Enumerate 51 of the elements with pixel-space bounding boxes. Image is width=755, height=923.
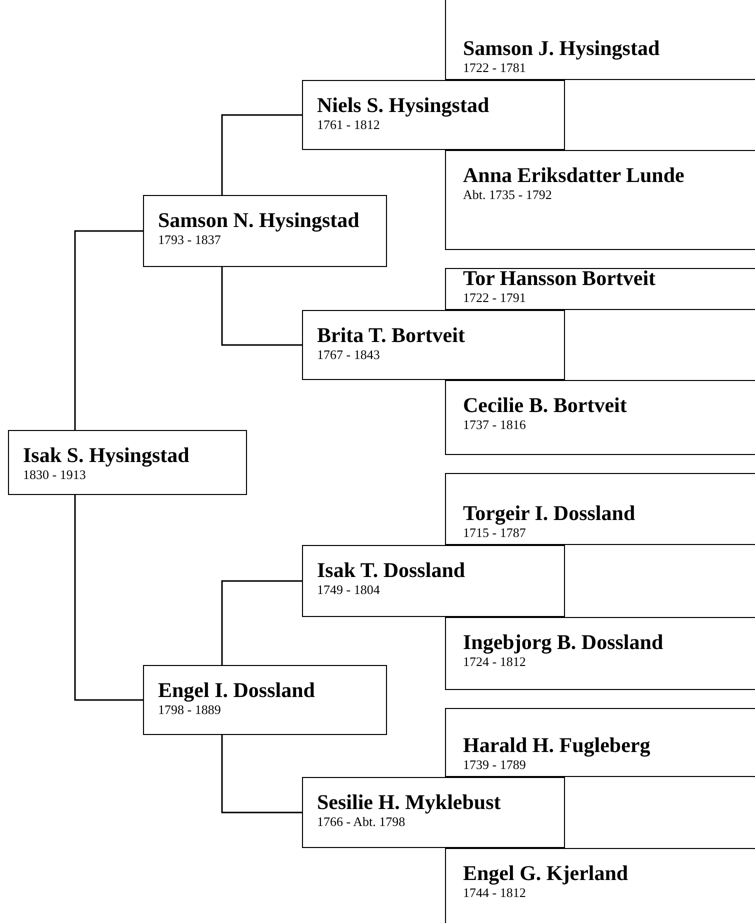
life-dates: 1798 - 1889 — [158, 702, 222, 717]
person-box — [445, 473, 755, 545]
person-box — [445, 617, 755, 690]
connector-line — [221, 267, 302, 346]
person-box — [445, 150, 755, 250]
connector-line — [221, 114, 302, 195]
life-dates: Abt. 1735 - 1792 — [463, 187, 553, 202]
person-name: Engel I. Dossland — [158, 678, 316, 702]
person-name: Cecilie B. Bortveit — [463, 393, 628, 417]
person-box — [445, 848, 755, 923]
life-dates: 1739 - 1789 — [463, 757, 527, 772]
life-dates: 1766 - Abt. 1798 — [317, 814, 406, 829]
life-dates: 1767 - 1843 — [317, 347, 381, 362]
connector-line — [221, 580, 302, 665]
person-box — [302, 310, 565, 380]
connector-line — [221, 735, 302, 814]
person-box — [302, 777, 565, 848]
person-box — [445, 708, 755, 777]
life-dates: 1722 - 1791 — [463, 290, 527, 305]
person-box — [8, 430, 247, 495]
life-dates: 1715 - 1787 — [463, 525, 527, 540]
person-name: Sesilie H. Myklebust — [317, 790, 502, 814]
person-name: Niels S. Hysingstad — [317, 93, 490, 117]
person-box — [445, 380, 755, 455]
life-dates: 1744 - 1812 — [463, 885, 527, 900]
life-dates: 1830 - 1913 — [23, 467, 87, 482]
person-name: Brita T. Bortveit — [317, 323, 466, 347]
person-name: Samson J. Hysingstad — [463, 36, 661, 60]
person-name: Isak S. Hysingstad — [23, 443, 190, 467]
person-box — [302, 545, 565, 617]
life-dates: 1724 - 1812 — [463, 654, 527, 669]
person-name: Engel G. Kjerland — [463, 861, 630, 885]
person-box — [445, 0, 755, 80]
life-dates: 1761 - 1812 — [317, 117, 381, 132]
person-name: Torgeir I. Dossland — [463, 501, 636, 525]
life-dates: 1793 - 1837 — [158, 232, 222, 247]
person-box — [302, 80, 565, 150]
person-name: Harald H. Fugleberg — [463, 733, 652, 757]
person-name: Ingebjorg B. Dossland — [463, 630, 664, 654]
connector-line — [74, 230, 143, 430]
person-box — [143, 665, 387, 735]
person-name: Anna Eriksdatter Lunde — [463, 163, 686, 187]
life-dates: 1749 - 1804 — [317, 582, 381, 597]
life-dates: 1737 - 1816 — [463, 417, 527, 432]
person-box — [143, 195, 387, 267]
connector-line — [74, 495, 143, 701]
person-name: Samson N. Hysingstad — [158, 208, 360, 232]
person-name: Isak T. Dossland — [317, 558, 466, 582]
person-name: Tor Hansson Bortveit — [463, 266, 657, 290]
life-dates: 1722 - 1781 — [463, 60, 527, 75]
person-box — [445, 268, 755, 310]
